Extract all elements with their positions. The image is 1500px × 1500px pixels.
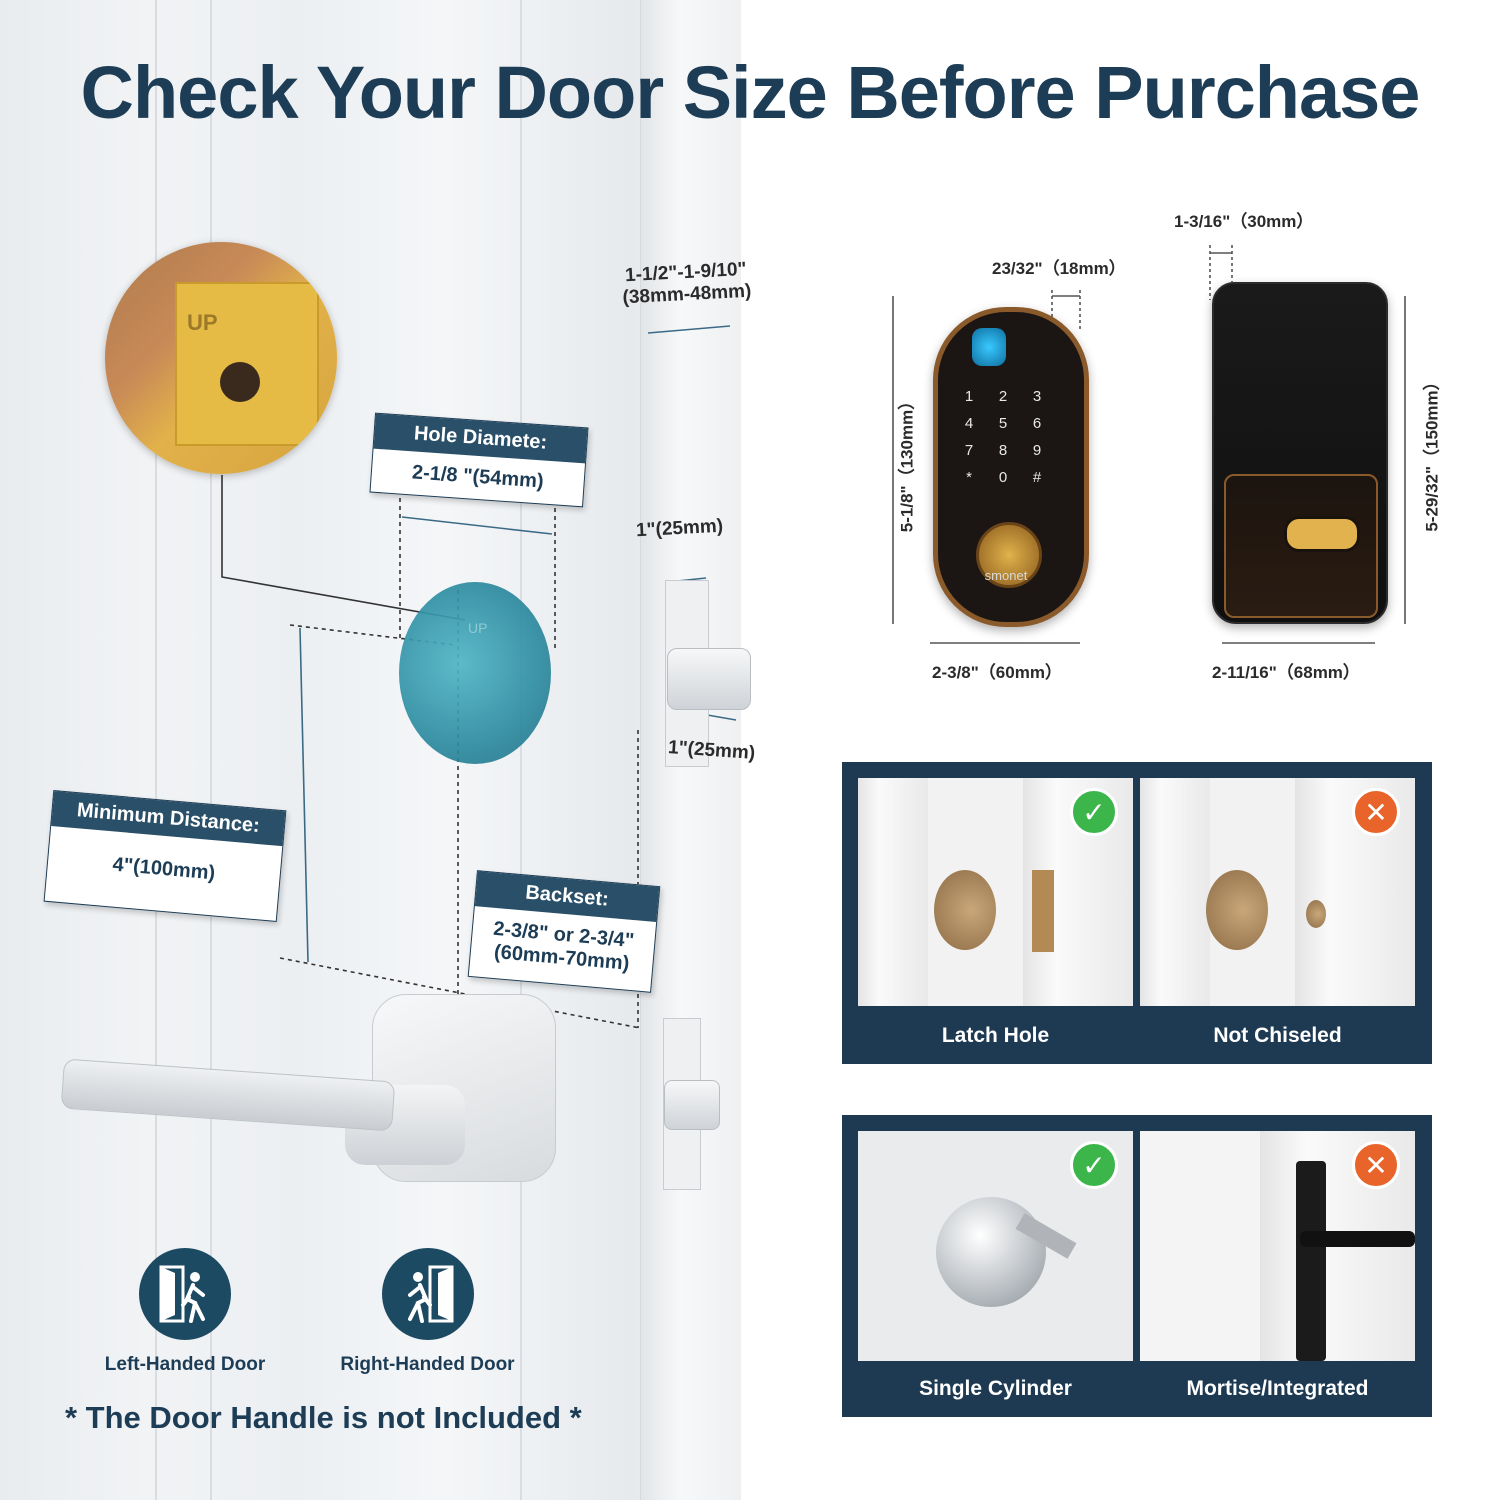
- key-9[interactable]: 9: [1032, 442, 1042, 459]
- key-cylinder: [976, 522, 1042, 588]
- right-hand-door-icon: [381, 1248, 474, 1340]
- key-4[interactable]: 4: [964, 415, 974, 432]
- door-background: [0, 0, 740, 1500]
- back-lock-height: 5-29/32"（150mm）: [1422, 373, 1442, 532]
- key-hash[interactable]: #: [1032, 469, 1042, 486]
- backset-tag: Backset: 2-3/8" or 2-3/4" (60mm-70mm): [467, 870, 661, 993]
- latch-bolt: [667, 648, 751, 710]
- thumb-turn: [1284, 516, 1360, 552]
- mortise-integrated-label: Mortise/Integrated: [1186, 1377, 1369, 1400]
- bore-hole: [1206, 870, 1268, 950]
- back-lock-depth: 1-3/16"（30mm）: [1174, 212, 1314, 231]
- door-knob: [936, 1197, 1046, 1307]
- front-lock-width: 2-3/8"（60mm）: [932, 663, 1062, 682]
- hole-diameter-tag: Hole Diamete: 2-1/8 "(54mm): [369, 412, 589, 508]
- latch-hole-label: Latch Hole: [941, 1024, 1050, 1047]
- mortise-lock-image: ✕: [1140, 1131, 1415, 1361]
- interior-trim: [1224, 474, 1378, 618]
- single-cylinder-image: ✓: [858, 1131, 1133, 1361]
- door-groove: [520, 0, 522, 1500]
- strike-bolt: [664, 1080, 720, 1130]
- unchiseled-latch-hole: [1306, 900, 1326, 928]
- back-lock-width: 2-11/16"（68mm）: [1212, 663, 1360, 682]
- key-0[interactable]: 0: [998, 469, 1008, 486]
- key-2[interactable]: 2: [998, 388, 1008, 405]
- up-marking: UP: [468, 620, 488, 636]
- door-groove: [155, 0, 157, 1500]
- front-lock-height: 5-1/8"（130mm）: [897, 392, 917, 533]
- latch-hole-image: ✓: [858, 778, 1133, 1006]
- minimum-distance-tag: Minimum Distance: 4"(100mm): [43, 790, 287, 922]
- cross-icon: ✕: [1352, 1141, 1400, 1189]
- latch-size-top: 1"(25mm): [635, 515, 724, 542]
- check-icon: ✓: [1070, 788, 1118, 836]
- mortise-lock-body: [1296, 1161, 1326, 1361]
- door-groove: [210, 0, 212, 1500]
- up-marking: UP: [187, 310, 218, 335]
- latch-comparison-panel: ✓ ✕ Latch Hole Not Chiseled: [842, 762, 1432, 1064]
- key-5[interactable]: 5: [998, 415, 1008, 432]
- left-hand-door-icon: [139, 1248, 231, 1340]
- mortise-handle: [1300, 1231, 1415, 1247]
- left-handed-door-label: Left-Handed Door: [104, 1354, 266, 1375]
- keypad-lock-front: 1 2 3 4 5 6 7 8 9 * 0 # smonet: [933, 307, 1089, 627]
- bore-hole: [934, 870, 996, 950]
- front-lock-depth: 23/32"（18mm）: [992, 259, 1126, 278]
- door-thickness-label: 1-1/2"-1-9/10" (38mm-48mm): [621, 259, 752, 310]
- keypad: 1 2 3 4 5 6 7 8 9 * 0 #: [952, 388, 1062, 486]
- fingerprint-sensor-icon: [972, 328, 1006, 366]
- brand-logo: smonet: [984, 568, 1028, 583]
- key-8[interactable]: 8: [998, 442, 1008, 459]
- page-title: Check Your Door Size Before Purchase: [80, 51, 1421, 134]
- right-handed-door-label: Right-Handed Door: [340, 1354, 515, 1375]
- key-star[interactable]: *: [966, 469, 972, 486]
- key-7[interactable]: 7: [964, 442, 974, 459]
- not-chiseled-label: Not Chiseled: [1213, 1024, 1342, 1047]
- lock-back-interior: [1212, 282, 1388, 624]
- cross-icon: ✕: [1352, 788, 1400, 836]
- key-6[interactable]: 6: [1032, 415, 1042, 432]
- lock-type-comparison-panel: ✓ ✕ Single Cylinder Mortise/Integrated: [842, 1115, 1432, 1417]
- left-handed-door: Left-Handed Door: [95, 1248, 275, 1376]
- faceplate-zoom-image: UP: [105, 242, 337, 474]
- not-chiseled-image: ✕: [1140, 778, 1415, 1006]
- key-1[interactable]: 1: [964, 388, 974, 405]
- faceplate-hole: [220, 362, 260, 402]
- handle-not-included-note: * The Door Handle is not Included *: [65, 1400, 582, 1435]
- right-handed-door: Right-Handed Door: [330, 1248, 525, 1376]
- key-3[interactable]: 3: [1032, 388, 1042, 405]
- bore-hole-highlight: [399, 582, 551, 764]
- chiseled-latch-hole: [1032, 870, 1054, 952]
- single-cylinder-label: Single Cylinder: [919, 1377, 1072, 1400]
- check-icon: ✓: [1070, 1141, 1118, 1189]
